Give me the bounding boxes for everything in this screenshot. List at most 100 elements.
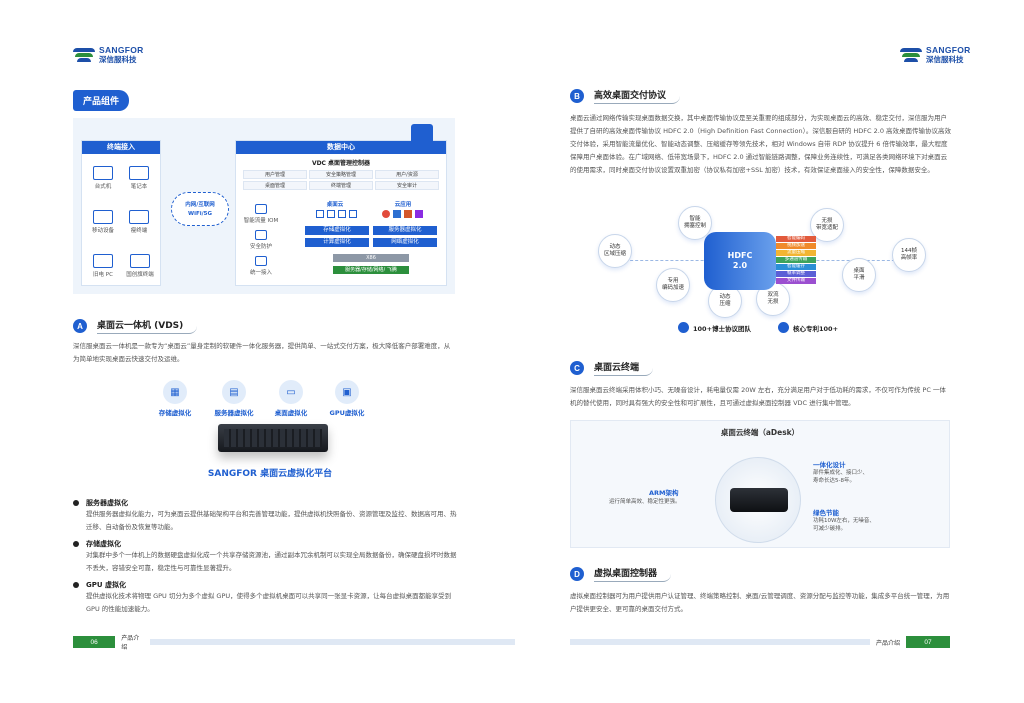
green-desc: 功耗10W左右，无噪音、 可减少碳排。 bbox=[813, 518, 875, 532]
virt-bar: 存储虚拟化 bbox=[305, 226, 369, 235]
device-mobile: 移动设备 bbox=[87, 210, 119, 234]
vds-feature-gpu: ▣GPU虚拟化 bbox=[322, 380, 372, 417]
adesk-device-image bbox=[715, 457, 801, 543]
section-a-heading: A 桌面云一体机 (VDS) bbox=[73, 318, 198, 334]
laptop-icon bbox=[129, 166, 149, 180]
stack-layer: 多通道传输 bbox=[776, 257, 816, 263]
page-number: 06 bbox=[73, 636, 116, 648]
bullet-server-virt: 服务器虚拟化 bbox=[73, 498, 128, 508]
window-icon bbox=[315, 210, 324, 218]
section-a-paragraph: 深信服桌面云一体机是一款专为“桌面云”量身定制的软硬件一体化服务器，提供简单、一… bbox=[73, 342, 451, 363]
brand-cn: 深信服科技 bbox=[99, 54, 137, 64]
section-c-paragraph: 深信服桌面云终端采用体积小巧、无噪音设计，耗电量仅需 20W 左右，充分满足用户… bbox=[570, 386, 946, 407]
left-footer: 06 产品介绍 bbox=[73, 635, 516, 651]
vds-feature-storage: ▦存储虚拟化 bbox=[150, 380, 200, 417]
hdfc-diagram: 智能 拥塞控制 动态 区域压缩 专用 编码加速 动态 压缩 双流 无损 无损 带… bbox=[570, 206, 950, 326]
vdc-cell: 安全策略管理 bbox=[309, 170, 373, 179]
terminal-access-title: 终端接入 bbox=[82, 141, 160, 154]
network-cloud: 内网/互联网 WiFi/5G bbox=[171, 192, 229, 226]
section-c-title: 桌面云终端 bbox=[594, 360, 654, 376]
section-c-heading: C 桌面云终端 bbox=[570, 360, 654, 376]
hdfc-feature: 144帧 高帧率 bbox=[892, 238, 926, 272]
stack-layer: 文件传输 bbox=[776, 278, 816, 284]
section-c-letter: C bbox=[570, 361, 584, 375]
desktop-icons-row bbox=[309, 210, 363, 222]
domestic-terminal-icon bbox=[130, 254, 150, 268]
bullet-storage-virt-text: 对集群中多个一体机上的数据硬盘虚拟化成一个共享存储资源池，通过副本冗余机制可以实… bbox=[86, 551, 457, 572]
bullet-server-virt-text: 提供服务器虚拟化能力，可为桌面云提供基础架构平台和完善管理功能，提供虚拟机快照备… bbox=[86, 510, 457, 531]
footer-bar bbox=[570, 639, 870, 645]
section-d-letter: D bbox=[570, 567, 584, 581]
patent-icon bbox=[778, 322, 789, 333]
section-b-title: 高效桌面交付协议 bbox=[594, 88, 681, 104]
brand-en: SANGFOR bbox=[926, 45, 971, 55]
device-old-pc: 旧电 PC bbox=[87, 254, 119, 278]
section-a-title: 桌面云一体机 (VDS) bbox=[97, 318, 198, 334]
bullet-storage-virt: 存储虚拟化 bbox=[73, 539, 121, 549]
arm-title: ARM架构 bbox=[649, 489, 679, 497]
virt-bar: 网络虚拟化 bbox=[373, 238, 437, 247]
desktop-icon bbox=[93, 166, 113, 180]
right-footer: 产品介绍 07 bbox=[570, 636, 951, 648]
vds-platform-title: SANGFOR 桌面云虚拟化平台 bbox=[207, 469, 333, 479]
server-icon: ▤ bbox=[222, 380, 246, 404]
adesk-panel: 桌面云终端（aDesk） ARM架构 运行简单高效、稳定性更强。 一体化设计 部… bbox=[570, 420, 950, 548]
vdc-cell: 安全审计 bbox=[375, 181, 439, 190]
monitor-icon: ▭ bbox=[279, 380, 303, 404]
hdfc-feature: 智能 拥塞控制 bbox=[678, 206, 712, 240]
vds-feature-server: ▤服务器虚拟化 bbox=[204, 380, 264, 417]
vds-feature-desktop: ▭桌面虚拟化 bbox=[266, 380, 316, 417]
arm-desc: 运行简单高效、稳定性更强。 bbox=[609, 499, 681, 505]
virt-bar: 计算虚拟化 bbox=[305, 238, 369, 247]
section-b-paragraph: 桌面云通过网络传输实现桌面数据交换，其中桌面传输协议是至关重要的组成部分，为实现… bbox=[570, 114, 952, 174]
access-icon bbox=[255, 256, 267, 266]
cloud-line-2: WiFi/5G bbox=[188, 211, 212, 217]
stack-layer: 帧率调整 bbox=[776, 271, 816, 277]
section-tag: 产品组件 bbox=[73, 90, 130, 111]
vdc-cell: 用户/资源 bbox=[375, 170, 439, 179]
left-page: SANGFOR 深信服科技 产品组件 终端接入 台式机 笔记本 移动设备 瘦终端… bbox=[0, 0, 512, 703]
window-icon bbox=[337, 210, 346, 218]
stack-layer: 流量压缩 bbox=[776, 250, 816, 256]
hdfc-core: HDFC 2.0 bbox=[704, 232, 776, 290]
virt-bar: 服务器虚拟化 bbox=[373, 226, 437, 235]
sangfor-logo-mark bbox=[900, 47, 922, 62]
section-b-letter: B bbox=[570, 89, 584, 103]
old-pc-icon bbox=[93, 254, 113, 268]
sangfor-logo-mark bbox=[73, 47, 95, 62]
iom-icon bbox=[255, 204, 267, 214]
badge-patents: 核心专利100+ bbox=[778, 322, 838, 333]
section-a-letter: A bbox=[73, 319, 87, 333]
right-page: SANGFOR 深信服科技 bbox=[512, 0, 1024, 703]
hdfc-feature: 动态 区域压缩 bbox=[598, 234, 632, 268]
adesk-title: 桌面云终端（aDesk） bbox=[720, 428, 800, 437]
hdfc-stack: 智能编码 视频加速 流量压缩 多通道传输 智能缓存 帧率调整 文件传输 bbox=[776, 236, 816, 285]
vdc-title: VDC 桌面管理控制器 bbox=[311, 160, 371, 167]
x86-bar: X86 bbox=[333, 254, 409, 262]
team-icon bbox=[678, 322, 689, 333]
hdfc-feature: 专用 编码加速 bbox=[656, 268, 690, 302]
footer-section: 产品介绍 bbox=[121, 635, 140, 651]
device-desktop: 台式机 bbox=[87, 166, 119, 190]
thin-client-icon bbox=[129, 210, 149, 224]
bullet-gpu-virt-text: 提供虚拟化技术将物理 GPU 切分为多个虚拟 GPU，使得多个虚拟机桌面可以共享… bbox=[86, 592, 452, 613]
vdc-cell: 终端管理 bbox=[309, 181, 373, 190]
ps-icon bbox=[414, 210, 423, 218]
stack-layer: 智能编码 bbox=[776, 236, 816, 242]
vdc-cell: 桌面管理 bbox=[243, 181, 307, 190]
side-item-security: 安全防护 bbox=[241, 230, 281, 250]
design-desc: 部件集成化、接口少、 寿命长达5-8年。 bbox=[813, 470, 869, 484]
green-title: 绿色节能 bbox=[813, 509, 839, 517]
window-icon bbox=[326, 210, 335, 218]
app-icons-row bbox=[375, 210, 429, 222]
vds-server-image bbox=[218, 424, 328, 452]
browser-icon bbox=[381, 210, 390, 218]
app-cloud-label: 云应用 bbox=[394, 202, 412, 208]
section-d-heading: D 虚拟桌面控制器 bbox=[570, 566, 672, 582]
hdfc-feature: 桌面 平滑 bbox=[842, 258, 876, 292]
brand-cn: 深信服科技 bbox=[926, 54, 964, 64]
storage-icon: ▦ bbox=[163, 380, 187, 404]
word-icon bbox=[392, 210, 401, 218]
shield-icon bbox=[255, 230, 267, 240]
product-components-diagram: 终端接入 台式机 笔记本 移动设备 瘦终端 旧电 PC 国创旗终端 内网/互联网… bbox=[73, 118, 455, 294]
